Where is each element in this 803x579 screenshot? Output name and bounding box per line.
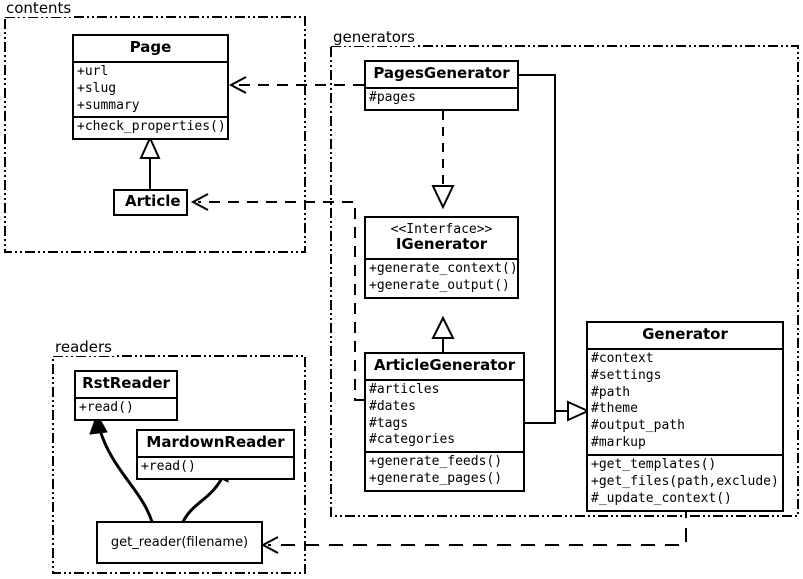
- class-box-article[interactable]: Article: [113, 189, 188, 216]
- attribute: +url: [77, 63, 109, 79]
- function-box-get-reader[interactable]: get_reader(filename): [96, 521, 263, 564]
- attribute: #pages: [369, 89, 416, 105]
- method: +check_properties(): [77, 119, 226, 135]
- method: +read(): [79, 399, 134, 415]
- class-methods-page: +check_properties(): [74, 116, 227, 138]
- class-name-pagesgenerator: PagesGenerator: [373, 64, 510, 82]
- class-methods-generator: +get_templates() +get_files(path,exclude…: [588, 454, 782, 510]
- method: +get_templates(): [591, 457, 717, 473]
- relation-article-inherits-page: [139, 135, 161, 190]
- class-box-mardownreader[interactable]: MardownReader +read(): [136, 429, 295, 480]
- relation-generators-inherit-generator: [519, 74, 591, 424]
- relation-pagesgenerator-realizes-igenerator: [431, 111, 455, 210]
- class-name-igenerator: <<Interface>> IGenerator: [366, 218, 517, 258]
- class-attributes-page: +url +slug +summary: [74, 60, 227, 117]
- class-name-rstreader: RstReader: [82, 374, 170, 392]
- class-box-rstreader[interactable]: RstReader +read(): [74, 370, 178, 421]
- class-methods-igenerator: +generate_context() +generate_output(): [366, 258, 518, 297]
- relation-articlegenerator-inherits-igenerator: [431, 315, 455, 352]
- relation-articlegenerator-depends-article: [190, 193, 364, 401]
- class-methods-mardownreader: +read(): [138, 455, 293, 478]
- method: #_update_context(): [591, 490, 732, 506]
- class-box-igenerator[interactable]: <<Interface>> IGenerator +generate_conte…: [364, 216, 519, 299]
- attribute: #settings: [591, 367, 662, 383]
- attribute: #tags: [369, 415, 409, 431]
- class-attributes-generator: #context #settings #path #theme #output_…: [588, 347, 782, 454]
- class-name-text: IGenerator: [395, 235, 488, 254]
- attribute: #markup: [591, 435, 646, 451]
- class-methods-articlegenerator: +generate_feeds() +generate_pages(): [366, 451, 523, 490]
- method: +generate_context(): [369, 261, 518, 277]
- method: +get_files(path,exclude): [591, 473, 779, 489]
- class-box-articlegenerator[interactable]: ArticleGenerator #articles #dates #tags …: [364, 352, 525, 493]
- class-box-pagesgenerator[interactable]: PagesGenerator #pages: [364, 60, 519, 111]
- method: +generate_pages(): [369, 471, 503, 487]
- attribute: #context: [591, 350, 654, 366]
- class-attributes-articlegenerator: #articles #dates #tags #categories: [366, 378, 523, 452]
- attribute: #path: [591, 384, 631, 400]
- method: +generate_feeds(): [369, 454, 503, 470]
- attribute: +summary: [77, 97, 140, 113]
- class-box-page[interactable]: Page +url +slug +summary +check_properti…: [72, 34, 229, 141]
- function-label-get-reader: get_reader(filename): [110, 535, 249, 550]
- attribute: #output_path: [591, 418, 685, 434]
- class-name-generator: Generator: [642, 325, 728, 343]
- method: +read(): [141, 458, 196, 474]
- attribute: #theme: [591, 401, 638, 417]
- attribute: #dates: [369, 398, 416, 414]
- package-label-generators: generators: [331, 28, 417, 46]
- class-attributes-pagesgenerator: #pages: [366, 86, 517, 109]
- attribute: +slug: [77, 80, 117, 96]
- method: +generate_output(): [369, 277, 510, 293]
- class-name-mardownreader: MardownReader: [146, 433, 285, 451]
- relation-pagesgenerator-depends-page: [228, 76, 364, 94]
- attribute: #categories: [369, 432, 456, 448]
- attribute: #articles: [369, 381, 440, 397]
- class-box-generator[interactable]: Generator #context #settings #path #them…: [586, 321, 784, 512]
- package-label-contents: contents: [4, 0, 74, 17]
- class-name-page: Page: [129, 38, 172, 56]
- package-label-readers: readers: [53, 338, 114, 356]
- class-name-article: Article: [125, 192, 181, 210]
- class-name-articlegenerator: ArticleGenerator: [373, 356, 516, 374]
- class-methods-rstreader: +read(): [76, 396, 176, 419]
